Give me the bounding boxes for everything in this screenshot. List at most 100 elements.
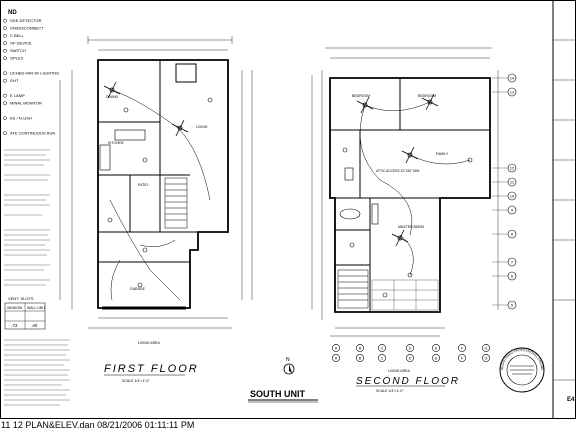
ceiling-fan-icon (356, 96, 374, 114)
grid-bubble-label: 8 (511, 232, 514, 237)
legend-notes-scribble (4, 149, 70, 406)
kitchen-counter (114, 129, 146, 141)
legend-symbol-icon (3, 116, 7, 121)
legend-line: ATE CONTINUOUS RUN (10, 131, 55, 136)
legend-line: OF DEVICE (10, 41, 32, 46)
grid-bubble-label: 11 (510, 180, 515, 185)
legend-line: MINAL MONITOR (10, 101, 42, 106)
grid-bubble (378, 354, 386, 362)
legend-symbol-icon (3, 131, 7, 136)
legend-line: ES / FLUSH (10, 116, 32, 121)
room-label-master-bdrm: MASTER BDRM (398, 225, 424, 229)
legend-line: OKE DETECTOR (10, 18, 42, 23)
first-floor-dimensions (59, 36, 253, 329)
grid-bubble-label: E (435, 357, 438, 361)
engineer-seal-icon: REGISTERED PROFESSIONAL ENGINEER (0, 0, 545, 393)
first-floor-area-label: LIVING AREA (138, 341, 160, 345)
grid-bubble-label: 14 (510, 76, 515, 81)
second-floor-circuits (359, 101, 471, 276)
grid-bubble-label: A (335, 357, 338, 361)
legend-table-cell-2: .40 (31, 323, 38, 328)
first-floor-stairs (164, 177, 188, 229)
kitchen-island (99, 144, 111, 171)
legend-line: OPLEX (10, 56, 24, 61)
second-floor-deck (371, 279, 439, 311)
grid-bubble-label: B (359, 347, 362, 351)
first-floor-plan (59, 36, 253, 329)
attic-access-note: ATTIC ACCESS 22"X30" MIN (376, 169, 420, 173)
second-floor-dimensions (311, 47, 499, 337)
grid-bubble-label: 6 (511, 274, 514, 279)
legend-line: C BELL (10, 33, 25, 38)
grid-bubble-label: C (381, 347, 384, 351)
second-floor-plan (311, 47, 499, 337)
grid-bubble-label: A (335, 347, 338, 351)
grid-bubble (482, 354, 490, 362)
grid-bubble-label: D (409, 347, 412, 351)
file-footer: 11 12 PLAN&ELEV.dan 08/21/2006 01:11:11 … (0, 419, 576, 432)
second-floor-stairs (337, 269, 369, 309)
ceiling-fan-icon (391, 229, 409, 247)
grid-bubble (356, 354, 364, 362)
second-floor-interior-walls (330, 78, 490, 312)
grid-bubble-label: 9 (511, 208, 514, 213)
seal-text: REGISTERED PROFESSIONAL ENGINEER (0, 0, 544, 370)
room-label-living: LIVING (196, 125, 208, 129)
first-floor-circuits (109, 89, 211, 301)
grid-bubble (406, 354, 414, 362)
grid-bubble-label: C (381, 357, 384, 361)
grid-bubble (378, 344, 386, 352)
room-label-dining: DINING (106, 95, 119, 99)
toilet-icon (344, 167, 354, 181)
legend-symbol-icon (3, 18, 7, 23)
second-floor-area-label: LIVING AREA (388, 369, 410, 373)
legend-symbol-icon (3, 26, 7, 31)
legend-line: GHT (10, 78, 19, 83)
legend-notes-title: VENT. SLOTS (8, 296, 34, 301)
legend-symbol-icon (3, 71, 7, 76)
room-label-bedroom-2: BEDROOM (418, 94, 436, 98)
sheet-number: E4 (567, 397, 575, 403)
grid-bubble-label: D (409, 357, 412, 361)
ceiling-fan-icon (171, 119, 189, 137)
second-floor-title: SECOND FLOOR (356, 376, 460, 387)
ceiling-fan-icon (103, 81, 121, 99)
grid-bubble-label: F (461, 357, 464, 361)
legend-line: UCHED FAN W/ LIGHTING (10, 71, 59, 76)
legend-symbol-icon (3, 56, 7, 61)
legend-symbol-icon (3, 78, 7, 83)
grid-bubble-label: 12 (510, 166, 515, 171)
grid-bubble (482, 344, 490, 352)
title-block (553, 39, 576, 381)
room-label-patio: PATIO (138, 183, 148, 187)
grid-bubble-label: E (435, 347, 438, 351)
grid-bubble-label: G (485, 347, 488, 351)
legend-symbol-icon (3, 41, 7, 46)
legend-line: ON/DISCONNECT (10, 26, 44, 31)
grid-bubble-label: 5 (511, 303, 514, 308)
grid-bubble (432, 354, 440, 362)
grid-bubble (332, 354, 340, 362)
room-label-bedroom-1: BEDROOM (352, 94, 370, 98)
ceiling-fan-icon (421, 93, 439, 111)
legend-line: E LAMP (10, 93, 25, 98)
grid-bubble-label: F (461, 347, 464, 351)
unit-title: SOUTH UNIT (250, 389, 306, 399)
grid-bubble (458, 354, 466, 362)
fireplace (175, 63, 197, 83)
room-label-garage: GARAGE (130, 287, 146, 291)
legend-symbol-icon (3, 93, 7, 98)
grid-bubble-label: 13 (510, 90, 515, 95)
legend-symbol-icon (3, 48, 7, 53)
grid-bubble-label: 10 (510, 194, 515, 199)
legend-table-cell-1: .73 (11, 323, 18, 328)
grid-bubble (432, 344, 440, 352)
legend-table-header-2: WALL UNIT (27, 306, 46, 310)
legend-symbol-icon (3, 33, 7, 38)
light-fixture-icon (342, 147, 473, 298)
first-floor-scale: SCALE 1/4"=1'-0" (122, 379, 150, 383)
